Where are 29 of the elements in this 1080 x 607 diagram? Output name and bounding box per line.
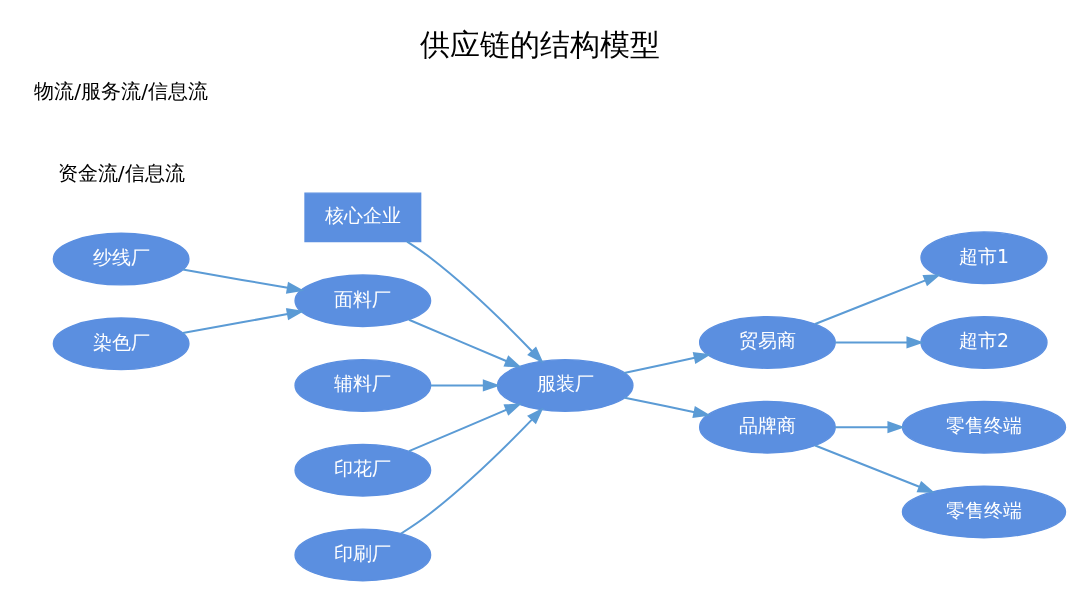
arrow xyxy=(814,444,936,494)
node-ellipse: 服装厂 xyxy=(496,359,634,412)
label: 物流/服务流/信息流 xyxy=(34,79,208,104)
arrow xyxy=(430,379,501,392)
arrow xyxy=(835,421,905,434)
diagram-title: 供应链的结构模型 xyxy=(419,28,660,63)
node-ellipse: 零售终端 xyxy=(901,485,1067,539)
node-ellipse: 辅料厂 xyxy=(294,359,432,412)
arrow xyxy=(400,407,544,535)
arrow xyxy=(835,336,924,349)
arrow xyxy=(182,308,305,334)
node-ellipse: 零售终端 xyxy=(901,400,1067,454)
arrow xyxy=(624,352,712,374)
node-ellipse: 贸易商 xyxy=(698,315,836,369)
arrow xyxy=(406,240,544,364)
arrow xyxy=(408,318,522,368)
node-ellipse: 染色厂 xyxy=(52,317,190,371)
node-box: 核心企业 xyxy=(304,192,422,243)
node-ellipse: 印刷厂 xyxy=(294,528,432,582)
arrow xyxy=(624,396,711,419)
node-ellipse: 纱线厂 xyxy=(52,232,190,286)
arrow xyxy=(182,268,305,294)
arrow xyxy=(408,403,522,453)
arrow xyxy=(814,274,941,325)
node-ellipse: 面料厂 xyxy=(294,274,432,328)
label: 资金流/信息流 xyxy=(57,161,185,186)
node-ellipse: 品牌商 xyxy=(698,400,836,454)
node-ellipse: 印花厂 xyxy=(294,443,432,497)
node-ellipse: 超市2 xyxy=(920,315,1048,369)
